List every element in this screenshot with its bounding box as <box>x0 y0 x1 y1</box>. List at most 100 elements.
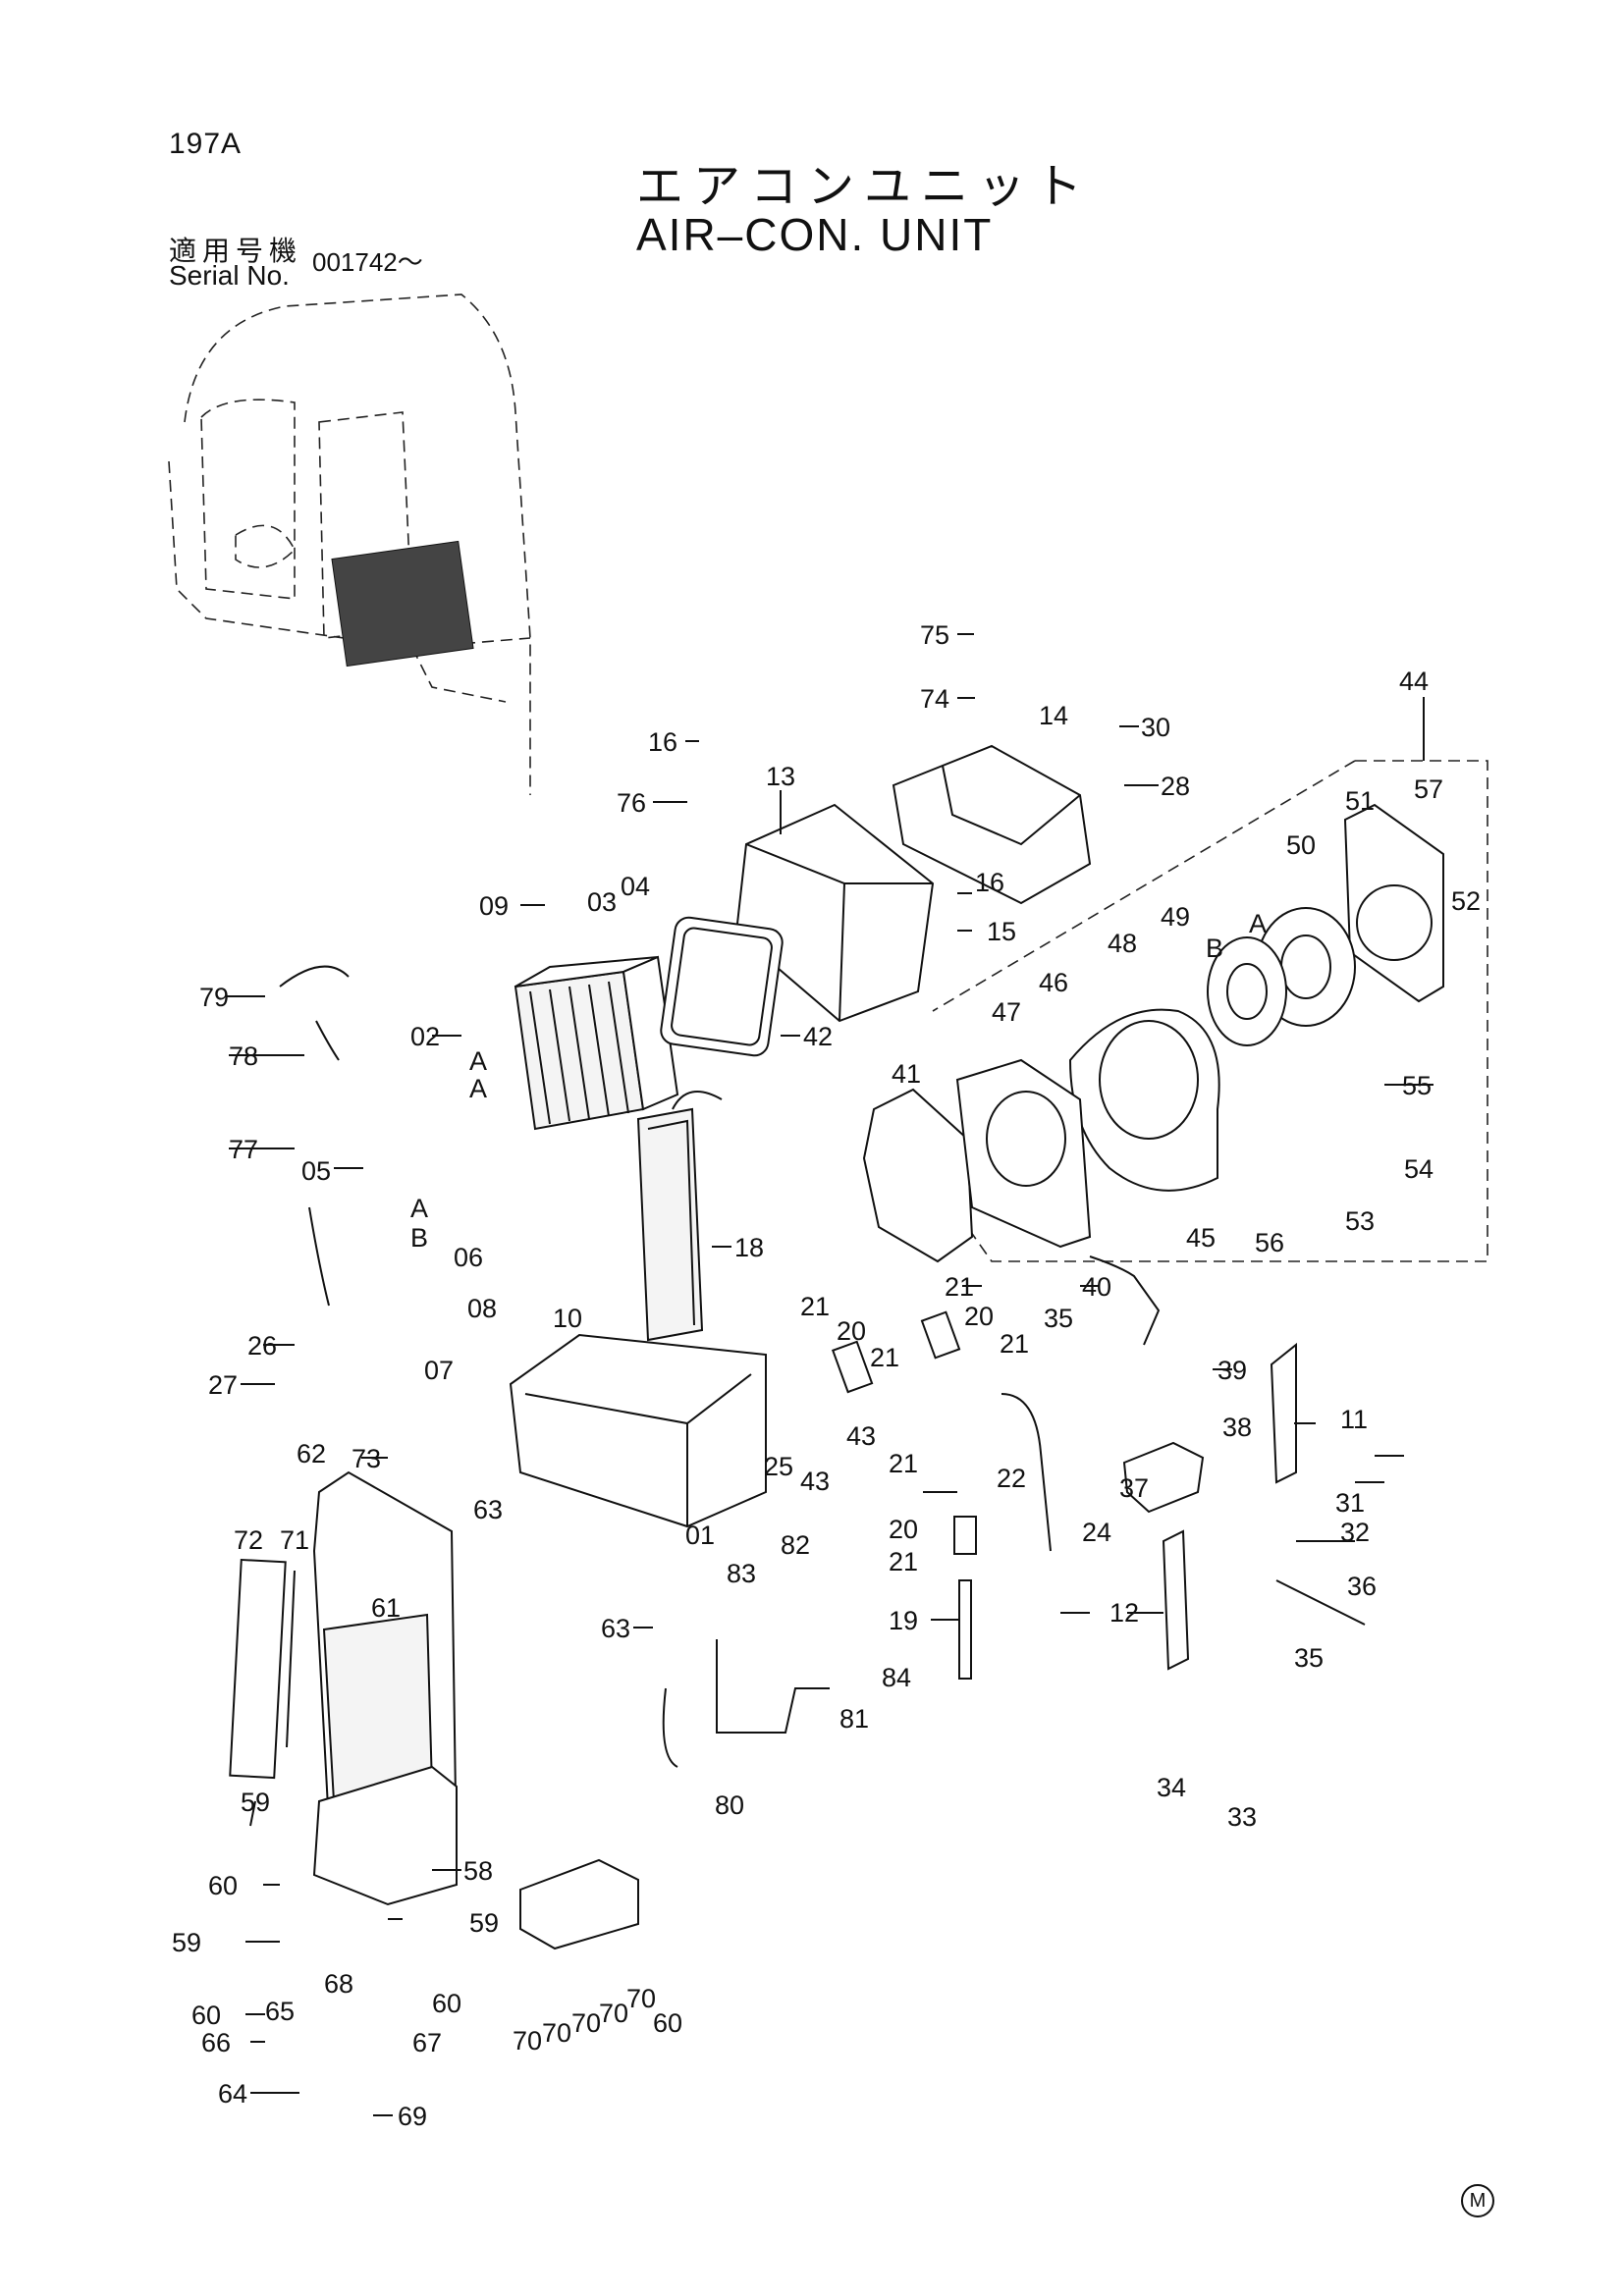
callout-66: 66 <box>201 2028 231 2057</box>
page-code: 197A <box>169 128 243 160</box>
callout-73: 73 <box>352 1444 381 1473</box>
duct-20b <box>920 1310 961 1360</box>
callout-67: 67 <box>412 2028 442 2057</box>
callout-24: 24 <box>1082 1518 1111 1547</box>
callout-21a: 21 <box>945 1272 974 1302</box>
title-english: AIR–CON. UNIT <box>636 209 994 260</box>
callout-64: 64 <box>218 2079 247 2109</box>
callout-58: 58 <box>463 1856 493 1886</box>
scroll-case-part <box>1068 1008 1220 1192</box>
callout-14: 14 <box>1039 701 1068 730</box>
callout-70d: 70 <box>599 1999 628 2028</box>
callout-80: 80 <box>715 1790 744 1820</box>
callout-35a: 35 <box>1044 1304 1073 1333</box>
callout-75: 75 <box>920 620 949 650</box>
callout-48: 48 <box>1108 929 1137 958</box>
callout-21f: 21 <box>889 1547 918 1576</box>
callout-76: 76 <box>617 788 646 818</box>
callout-42: 42 <box>803 1022 833 1051</box>
callout-16a: 16 <box>648 727 677 757</box>
lower-case-part <box>509 1333 767 1528</box>
cable-40 <box>1089 1255 1161 1346</box>
callout-21b: 21 <box>800 1292 830 1321</box>
relay-block-part <box>519 1858 639 1950</box>
harness-79 <box>279 965 350 988</box>
callout-01: 01 <box>685 1521 715 1550</box>
callout-20c: 20 <box>889 1515 918 1544</box>
callout-59a: 59 <box>241 1788 270 1817</box>
callout-34: 34 <box>1157 1773 1186 1802</box>
callout-46: 46 <box>1039 968 1068 997</box>
callout-52: 52 <box>1451 886 1481 916</box>
callout-A-02b: A <box>469 1074 487 1103</box>
callout-22: 22 <box>997 1464 1026 1493</box>
callout-41: 41 <box>892 1059 921 1089</box>
title-japanese: エアコンユニット <box>636 159 1093 214</box>
callout-25: 25 <box>764 1452 793 1481</box>
callout-06: 06 <box>454 1243 483 1272</box>
callout-21e: 21 <box>889 1449 918 1478</box>
callout-A-50: A <box>1249 909 1267 938</box>
serial-label-english: Serial No. <box>169 260 290 291</box>
callout-60c: 60 <box>432 1989 461 2018</box>
fan-case-part <box>955 1058 1092 1249</box>
duct-20c <box>953 1516 977 1555</box>
callout-12: 12 <box>1109 1598 1139 1628</box>
callout-65: 65 <box>265 1997 295 2026</box>
callout-63b: 63 <box>601 1614 630 1643</box>
callout-63a: 63 <box>473 1495 503 1524</box>
callout-05: 05 <box>301 1156 331 1186</box>
pipe-26 <box>308 1206 330 1307</box>
callout-50: 50 <box>1286 830 1316 860</box>
callout-62: 62 <box>297 1439 326 1468</box>
heater-core-part <box>636 1091 723 1342</box>
serial-label-japanese: 適用号機 <box>169 235 303 267</box>
callout-21d: 21 <box>1000 1329 1029 1359</box>
callout-56: 56 <box>1255 1228 1284 1257</box>
callout-20a: 20 <box>964 1302 994 1331</box>
callout-71: 71 <box>280 1525 309 1555</box>
callout-08: 08 <box>467 1294 497 1323</box>
serial-value: 001742～ <box>312 247 423 277</box>
callout-54: 54 <box>1404 1154 1434 1184</box>
callout-43a: 43 <box>846 1421 876 1451</box>
callout-36: 36 <box>1347 1572 1377 1601</box>
callout-55: 55 <box>1402 1071 1432 1100</box>
callout-27: 27 <box>208 1370 238 1400</box>
callout-84: 84 <box>882 1663 911 1692</box>
callout-45: 45 <box>1186 1223 1216 1253</box>
seal-ring-part <box>862 1088 974 1263</box>
callout-07: 07 <box>424 1356 454 1385</box>
callout-77: 77 <box>229 1135 258 1164</box>
panel-12-part <box>1162 1529 1190 1671</box>
callout-04: 04 <box>621 872 650 901</box>
control-unit-part <box>1122 1441 1205 1514</box>
callout-A-02a: A <box>469 1046 487 1076</box>
callout-83: 83 <box>727 1559 756 1588</box>
callout-60b: 60 <box>191 2001 221 2030</box>
callout-18: 18 <box>734 1233 764 1262</box>
callout-59c: 59 <box>469 1908 499 1938</box>
callout-13: 13 <box>766 762 795 791</box>
callout-72: 72 <box>234 1525 263 1555</box>
gasket-part <box>660 916 784 1057</box>
callout-16b: 16 <box>975 868 1004 897</box>
callout-10: 10 <box>553 1304 582 1333</box>
callout-20b: 20 <box>837 1316 866 1346</box>
callout-61: 61 <box>371 1593 401 1623</box>
callout-15: 15 <box>987 917 1016 946</box>
callout-53: 53 <box>1345 1206 1375 1236</box>
mark-symbol: M <box>1461 2184 1494 2217</box>
callout-70b: 70 <box>542 2018 571 2048</box>
callout-35b: 35 <box>1294 1643 1324 1673</box>
callout-82: 82 <box>781 1530 810 1560</box>
panel-11-part <box>1270 1342 1297 1484</box>
upper-cover-part <box>892 744 1092 905</box>
callout-81: 81 <box>839 1704 869 1734</box>
rod-36 <box>1275 1579 1366 1626</box>
callout-57: 57 <box>1414 774 1443 804</box>
callout-70e: 70 <box>626 1984 656 2013</box>
callout-32: 32 <box>1340 1518 1370 1547</box>
